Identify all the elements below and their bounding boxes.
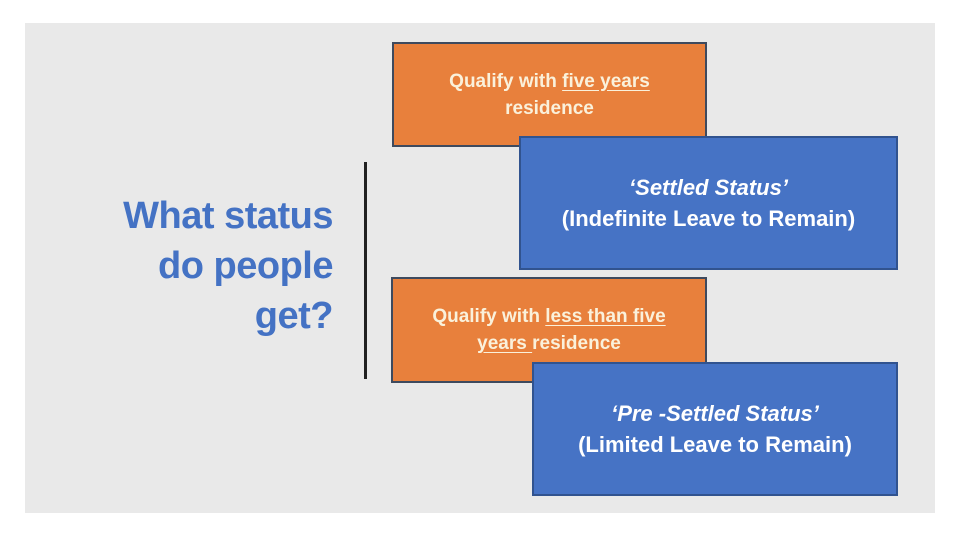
- qualify-five-underlined: five years: [562, 70, 650, 92]
- slide-canvas: What status do people get? Qualify with …: [25, 23, 935, 513]
- pre-settled-status-subtitle: (Limited Leave to Remain): [578, 432, 852, 457]
- box-settled-status: ‘Settled Status’ (Indefinite Leave to Re…: [519, 136, 898, 270]
- vertical-divider-line: [364, 162, 367, 379]
- qualify-five-suffix: residence: [505, 97, 594, 119]
- qualify-less-suffix: residence: [532, 333, 621, 354]
- pre-settled-status-name: ‘Pre -Settled Status’: [611, 401, 819, 426]
- box-pre-settled-status: ‘Pre -Settled Status’ (Limited Leave to …: [532, 362, 898, 496]
- slide-title: What status do people get?: [55, 191, 333, 341]
- slide-title-line-2: do people: [158, 245, 333, 287]
- box-qualify-five-years-text: Qualify with five years residence: [418, 68, 681, 122]
- box-pre-settled-status-text: ‘Pre -Settled Status’ (Limited Leave to …: [578, 398, 852, 460]
- slide-title-line-3: get?: [254, 295, 334, 337]
- box-qualify-five-years: Qualify with five years residence: [392, 42, 707, 147]
- settled-status-subtitle: (Indefinite Leave to Remain): [561, 206, 856, 231]
- slide-title-line-1: What status: [123, 195, 333, 237]
- qualify-five-prefix: Qualify with: [449, 70, 563, 92]
- qualify-less-prefix: Qualify with: [432, 306, 546, 327]
- box-settled-status-text: ‘Settled Status’ (Indefinite Leave to Re…: [562, 172, 855, 234]
- box-qualify-less-than-five-years-text: Qualify with less than five years reside…: [417, 303, 681, 357]
- qualify-less-underlined: less than five years: [477, 306, 666, 354]
- settled-status-name: ‘Settled Status’: [629, 175, 788, 200]
